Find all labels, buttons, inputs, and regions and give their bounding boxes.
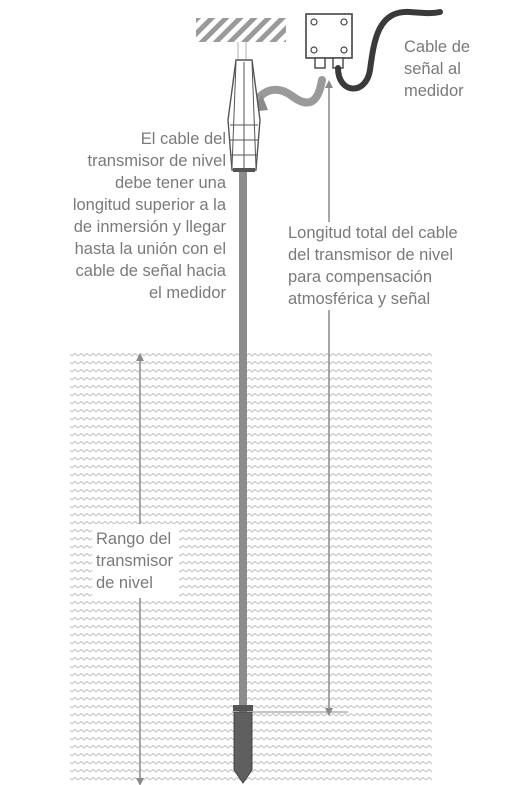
junction-box: [305, 13, 353, 69]
cable-clamp: [227, 59, 261, 172]
signal-cable: [335, 8, 443, 92]
total-length-label: Longitud total del cable del transmisor …: [286, 222, 460, 310]
cable-note-label: El cable del transmisor de nivel debe te…: [72, 130, 226, 302]
ceiling-mount: [196, 18, 286, 42]
transmitter-cable: [239, 160, 247, 715]
level-probe: [233, 705, 253, 784]
suspension-wires: [237, 42, 247, 62]
signal-cable-label: Cable de señal al medidor: [404, 38, 471, 100]
range-label: Rango del transmisor de nivel: [92, 524, 180, 598]
